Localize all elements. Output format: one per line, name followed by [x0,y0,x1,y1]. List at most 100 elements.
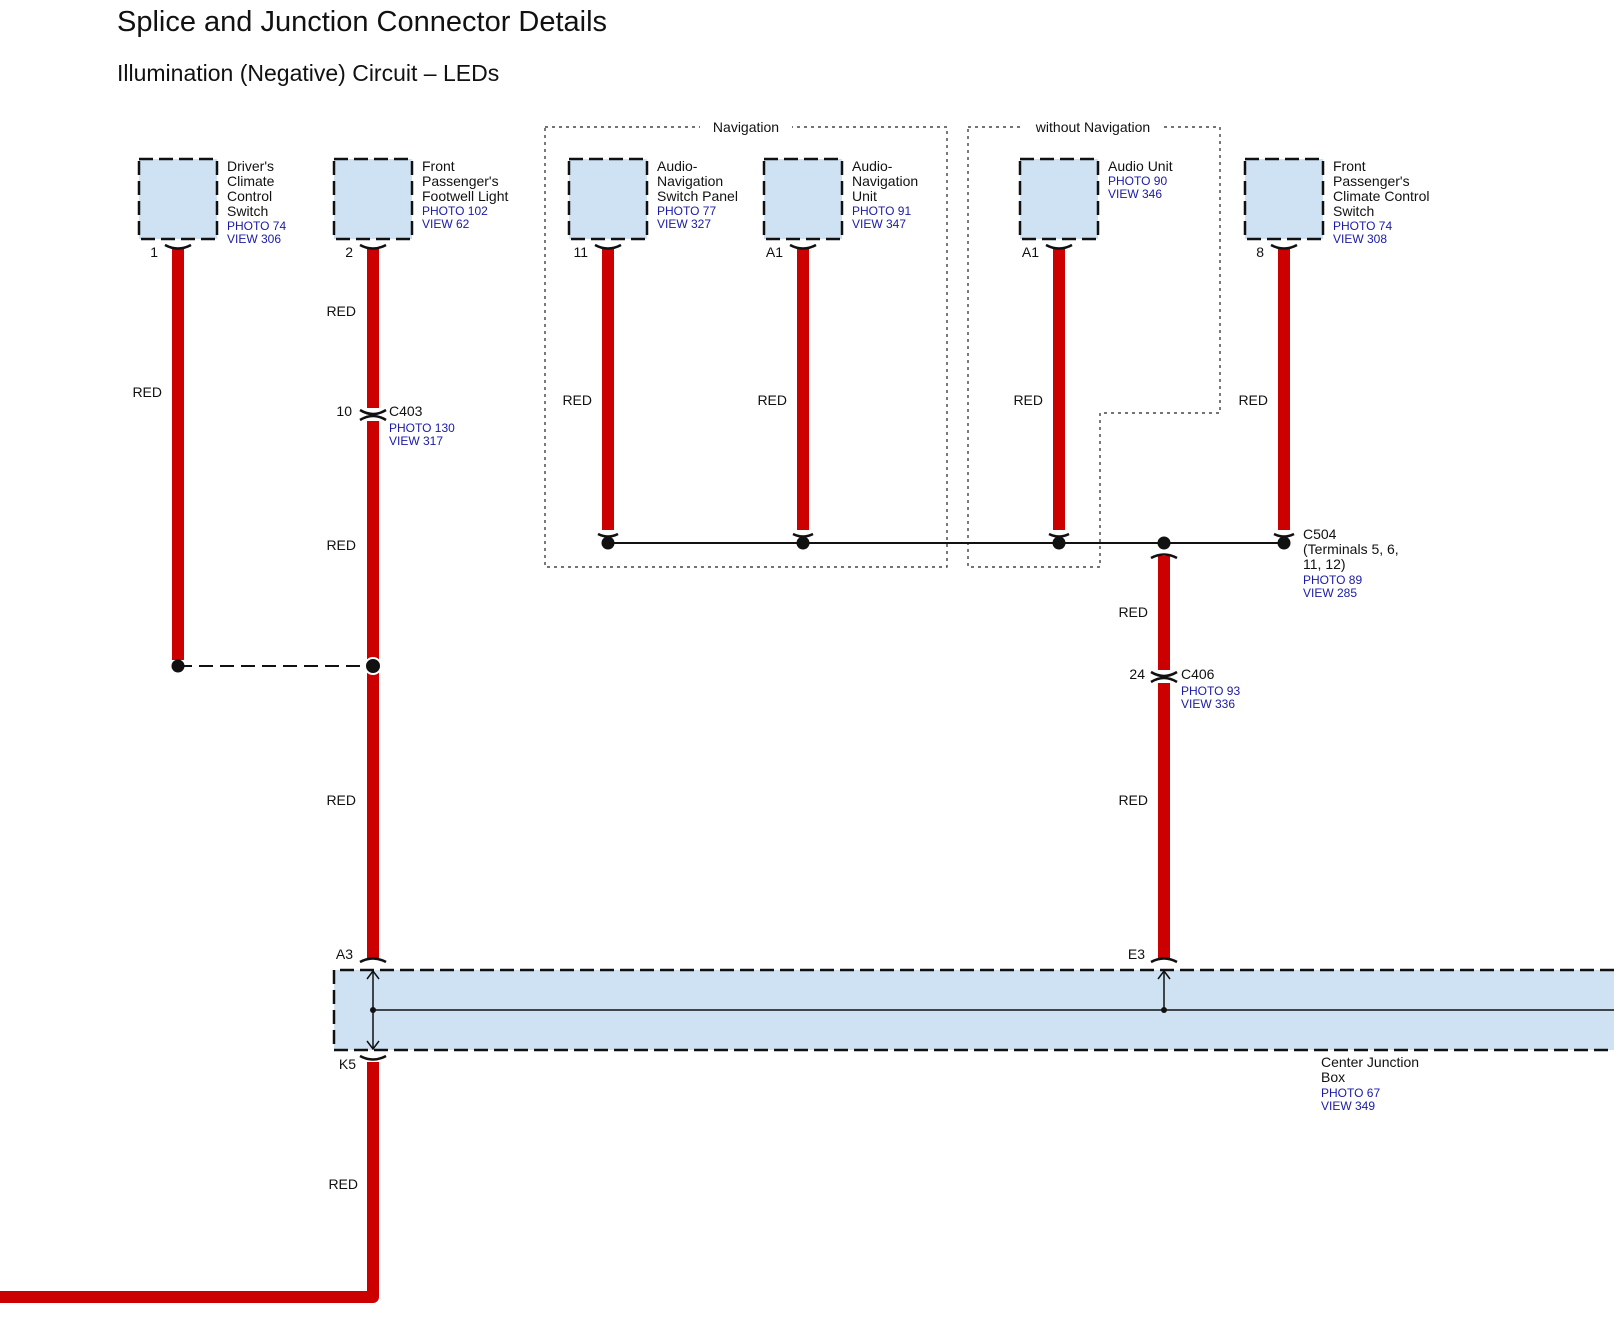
svg-text:PHOTO 93: PHOTO 93 [1181,684,1240,698]
svg-text:Passenger's: Passenger's [1333,173,1410,189]
svg-text:Audio-: Audio- [657,158,698,174]
wire-label-w2c: RED [326,792,356,808]
junction-bus-dot-a3 [370,1007,376,1013]
k5-cap [359,1054,387,1061]
pin-cap-11 [594,243,622,250]
audio-nav-switch-box [567,157,649,241]
drivers-climate-label: Driver's Climate Control Switch PHOTO 74… [227,158,286,246]
e3-cap [1150,957,1178,964]
navigation-group-label-bg [700,118,792,136]
junction-e3-arrow [1157,969,1171,980]
wire-label-wA1au: RED [1013,392,1043,408]
svg-text:PHOTO 91: PHOTO 91 [852,204,911,218]
svg-text:Audio-: Audio- [852,158,893,174]
wire-label-wc406: RED [1118,792,1148,808]
pin-a1-nav: A1 [766,244,783,260]
svg-text:PHOTO 67: PHOTO 67 [1321,1086,1380,1100]
footwell-light-label: Front Passenger's Footwell Light PHOTO 1… [422,158,508,231]
svg-text:(Terminals 5, 6,: (Terminals 5, 6, [1303,541,1399,557]
pin-11: 11 [573,244,588,260]
footwell-light-box [332,157,414,241]
c504-dot-1284 [1277,536,1291,550]
wire-label-w11: RED [562,392,592,408]
svg-text:Box: Box [1321,1069,1345,1085]
c406-cap-bottom [1150,676,1178,684]
pin-2: 2 [345,244,353,260]
svg-text:Navigation: Navigation [852,173,918,189]
svg-text:Front: Front [1333,158,1366,174]
svg-text:Switch: Switch [1333,203,1374,219]
svg-text:C504: C504 [1303,526,1337,542]
wire-label-w2a: RED [326,303,356,319]
page-title: Splice and Junction Connector Details [117,6,608,38]
svg-text:24: 24 [1129,666,1145,682]
svg-text:VIEW 285: VIEW 285 [1303,586,1357,600]
audio-nav-unit-box [762,157,844,241]
svg-text:Footwell Light: Footwell Light [422,188,508,204]
navigation-group-box [544,126,948,568]
svg-text:Driver's: Driver's [227,158,274,174]
c504-dot-608 [601,536,615,550]
svg-text:Unit: Unit [852,188,877,204]
svg-text:Switch: Switch [227,203,268,219]
splice-dot-left [171,659,185,673]
svg-text:Navigation: Navigation [657,173,723,189]
page-subtitle: Illumination (Negative) Circuit – LEDs [117,60,500,86]
pin-cap-1 [164,243,192,250]
c504-label: C504 (Terminals 5, 6, 11, 12) PHOTO 89 V… [1303,526,1399,600]
svg-text:Climate: Climate [227,173,275,189]
c504-cap-608 [597,532,619,538]
svg-text:10: 10 [336,403,352,419]
pin-cap-2 [359,243,387,250]
wire-label-w8: RED [1238,392,1268,408]
without-navigation-group-box [967,126,1221,568]
svg-text:PHOTO 102: PHOTO 102 [422,204,488,218]
c403-label: 10 C403 PHOTO 130 VIEW 317 [336,403,455,448]
pin-k5: K5 [339,1056,356,1072]
navigation-group-label: Navigation [713,119,779,135]
c504-cap-in [1150,553,1178,560]
svg-text:VIEW 327: VIEW 327 [657,217,711,231]
svg-text:Passenger's: Passenger's [422,173,499,189]
svg-text:Front: Front [422,158,455,174]
svg-text:VIEW 346: VIEW 346 [1108,187,1162,201]
pin-a3: A3 [336,946,353,962]
c403-cap-top [359,408,387,416]
svg-text:Climate Control: Climate Control [1333,188,1429,204]
svg-text:VIEW 308: VIEW 308 [1333,232,1387,246]
svg-text:PHOTO 74: PHOTO 74 [1333,219,1392,233]
svg-text:VIEW 306: VIEW 306 [227,232,281,246]
pin-1: 1 [150,244,158,260]
without-navigation-group-label-bg [1024,118,1162,136]
c504-cap-1059 [1048,532,1070,538]
audio-unit-label: Audio Unit PHOTO 90 VIEW 346 [1108,158,1173,201]
audio-nav-switch-label: Audio- Navigation Switch Panel PHOTO 77 … [657,158,738,231]
svg-text:PHOTO 90: PHOTO 90 [1108,174,1167,188]
wire-label-wk5: RED [328,1176,358,1192]
pin-a1-au: A1 [1022,244,1039,260]
center-junction-box-label: Center Junction Box PHOTO 67 VIEW 349 [1321,1054,1419,1113]
svg-text:PHOTO 89: PHOTO 89 [1303,573,1362,587]
svg-text:PHOTO 74: PHOTO 74 [227,219,286,233]
c504-dot-1164 [1157,536,1171,550]
front-pass-climate-box [1243,157,1325,241]
without-navigation-group-label: without Navigation [1035,119,1150,135]
pin-cap-8 [1270,243,1298,250]
c403-cap-bottom [359,414,387,422]
svg-text:C403: C403 [389,403,423,419]
drivers-climate-switch-box [137,157,219,241]
c504-cap-1284 [1273,532,1295,538]
pin-e3: E3 [1128,946,1145,962]
splice-dot-right [364,657,382,675]
junction-bus-dot-e3 [1161,1007,1167,1013]
svg-text:PHOTO 77: PHOTO 77 [657,204,716,218]
a3-cap [359,957,387,964]
pin-cap-a1-au [1045,243,1073,250]
svg-text:Control: Control [227,188,272,204]
svg-text:C406: C406 [1181,666,1215,682]
svg-text:Switch Panel: Switch Panel [657,188,738,204]
junction-k5-arrow [366,1040,380,1051]
svg-text:Center Junction: Center Junction [1321,1054,1419,1070]
svg-text:VIEW 347: VIEW 347 [852,217,906,231]
